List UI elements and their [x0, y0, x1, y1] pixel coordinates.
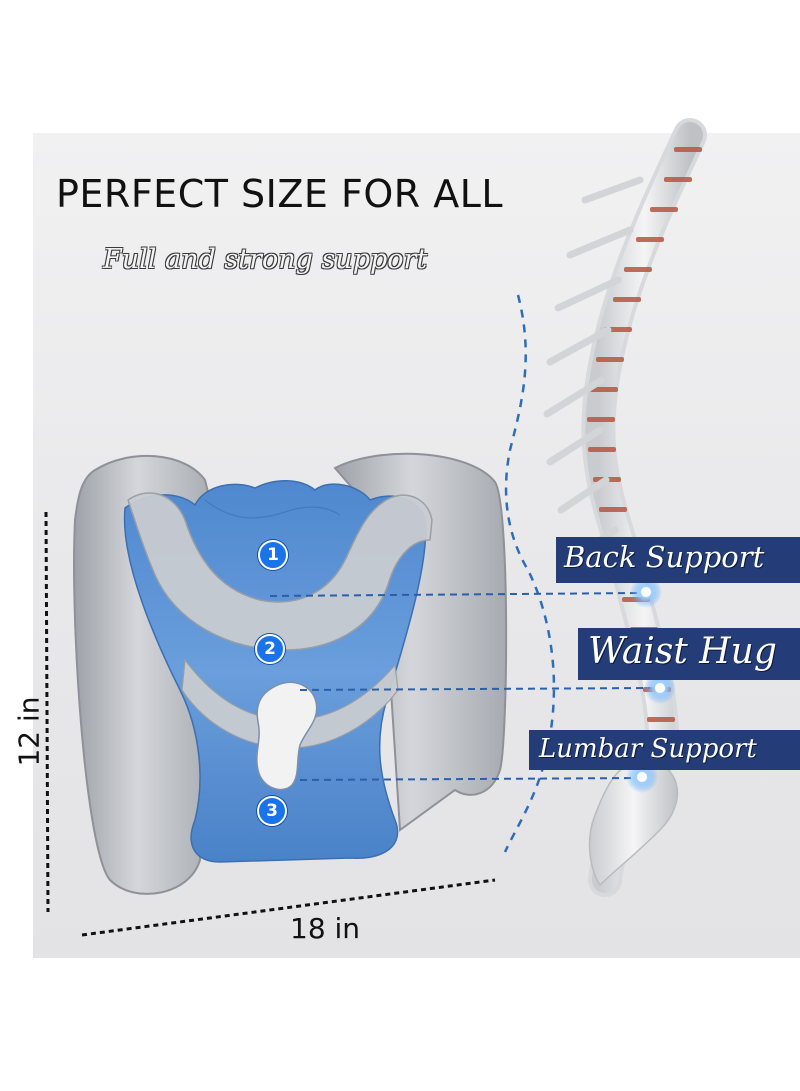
vertebral-disc: [587, 417, 615, 422]
waist-hug-label: Waist Hug: [578, 628, 800, 680]
height-dimension-label: 12 in: [12, 696, 46, 767]
page-title: PERFECT SIZE FOR ALL: [56, 172, 504, 216]
zone-3-badge: 3: [257, 796, 287, 826]
page-subtitle: Full and strong support: [103, 244, 428, 275]
zone-2-badge: 2: [255, 634, 285, 664]
vertebral-disc: [590, 387, 618, 392]
back-support-label: Back Support: [556, 537, 800, 583]
vertebral-disc: [664, 177, 692, 182]
vertebral-disc: [647, 717, 675, 722]
dimension-lines: [44, 511, 496, 937]
pointer-lines: [269, 592, 651, 781]
zone-1-badge: 1: [258, 540, 288, 570]
width-dimension-label: 18 in: [290, 912, 361, 945]
cushion-graphic: [73, 452, 508, 895]
vertebral-disc: [596, 357, 624, 362]
vertebral-disc: [650, 207, 678, 212]
vertebral-disc: [636, 237, 664, 242]
vertebral-disc: [624, 267, 652, 272]
vertebral-disc: [588, 447, 616, 452]
lumbar-support-label: Lumbar Support: [529, 730, 800, 770]
vertebral-disc: [599, 507, 627, 512]
spine-illustration: [543, 118, 707, 897]
vertebral-disc: [613, 297, 641, 302]
spine-curve-guide: [503, 294, 556, 853]
vertebral-disc: [674, 147, 702, 152]
highlight-markers: [626, 576, 676, 793]
